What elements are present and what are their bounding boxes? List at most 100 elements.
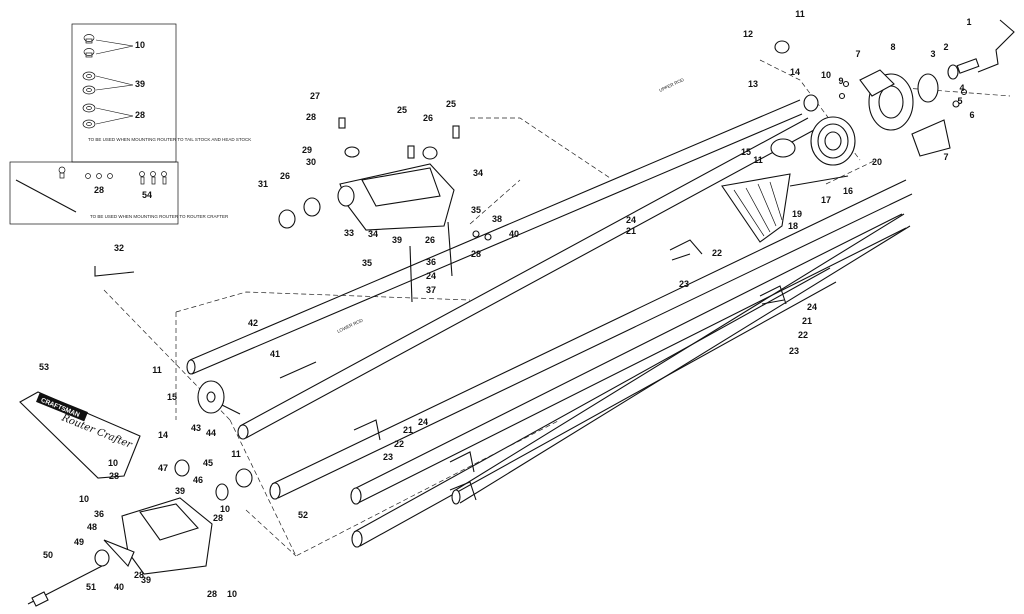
part-callout-32: 32 [114,243,124,253]
part-callout-38: 38 [492,214,502,224]
part-callout-29: 29 [302,145,312,155]
part-callout-10: 10 [79,494,89,504]
part-callout-42: 42 [248,318,258,328]
part-callout-26: 26 [425,235,435,245]
part-callout-10: 10 [227,589,237,599]
part-callout-24: 24 [807,302,817,312]
part-callout-16: 16 [843,186,853,196]
part-callout-24: 24 [626,215,636,225]
part-callout-37: 37 [426,285,436,295]
part-callout-39: 39 [175,486,185,496]
part-callout-25: 25 [397,105,407,115]
router-crafter-logo-plate: CRAFTSMAN Router Crafter [19,391,141,479]
gear-pulley [770,40,856,166]
part-callout-44: 44 [206,428,216,438]
head-housing [838,64,968,157]
part-callout-7: 7 [855,49,860,59]
part-callout-23: 23 [679,279,689,289]
part-callout-13: 13 [748,79,758,89]
part-callout-7: 7 [943,152,948,162]
part-callout-11: 11 [795,9,805,19]
part-callout-22: 22 [712,248,722,258]
part-callout-53: 53 [39,362,49,372]
part-callout-11: 11 [231,449,241,459]
part-callout-14: 14 [790,67,800,77]
part-callout-23: 23 [383,452,393,462]
part-callout-36: 36 [94,509,104,519]
crank-handle [956,19,1015,74]
part-callout-22: 22 [394,439,404,449]
part-callout-10: 10 [108,458,118,468]
upper-rods [186,99,913,548]
part-callout-21: 21 [802,316,812,326]
part-callout-11: 11 [152,365,162,375]
carriage-frame [278,117,492,303]
part-callout-41: 41 [270,349,280,359]
part-callout-18: 18 [788,221,798,231]
part-callout-11: 11 [753,155,763,165]
part-callout-9: 9 [838,76,843,86]
part-callout-34: 34 [368,229,378,239]
part-callout-8: 8 [890,42,895,52]
part-callout-26: 26 [423,113,433,123]
part-callout-6: 6 [969,110,974,120]
part-callout-49: 49 [74,537,84,547]
part-callout-31: 31 [258,179,268,189]
part-callout-28: 28 [135,110,145,120]
part-callout-39: 39 [141,575,151,585]
part-callout-28: 28 [134,570,144,580]
part-callout-39: 39 [392,235,402,245]
part-callout-39: 39 [135,79,145,89]
part-callout-35: 35 [362,258,372,268]
part-callout-28: 28 [94,185,104,195]
part-callout-23: 23 [789,346,799,356]
part-callout-40: 40 [114,582,124,592]
part-callout-28: 28 [109,471,119,481]
part-callout-54: 54 [142,190,152,200]
router-crafter-hardware-inset: TO BE USED WHEN MOUNTING ROUTER TO ROUTE… [9,161,229,225]
part-callout-2: 2 [943,42,948,52]
part-callout-40: 40 [509,229,519,239]
part-callout-10: 10 [220,504,230,514]
part-callout-20: 20 [872,157,882,167]
allen-wrench [94,266,135,277]
part-callout-1: 1 [966,17,971,27]
part-callout-43: 43 [191,423,201,433]
bench-mount-note: TO BE USED WHEN MOUNTING ROUTER TO TAIL … [88,137,251,142]
part-callout-46: 46 [193,475,203,485]
part-callout-17: 17 [821,195,831,205]
part-callout-22: 22 [798,330,808,340]
cable-pulley [197,361,317,415]
part-callout-24: 24 [418,417,428,427]
part-callout-10: 10 [821,70,831,80]
router-mount-bracket [27,459,253,607]
part-callout-4: 4 [959,83,964,93]
hardware-inset-box: TO BE USED WHEN MOUNTING ROUTER TO TAIL … [71,23,251,163]
part-callout-34: 34 [473,168,483,178]
part-callout-14: 14 [158,430,168,440]
part-callout-15: 15 [741,147,751,157]
part-callout-28: 28 [306,112,316,122]
router-guard [721,173,849,243]
part-callout-30: 30 [306,157,316,167]
part-callout-12: 12 [743,29,753,39]
part-callout-27: 27 [310,91,320,101]
part-callout-21: 21 [626,226,636,236]
part-callout-33: 33 [344,228,354,238]
part-callout-19: 19 [792,209,802,219]
part-callout-25: 25 [446,99,456,109]
part-callout-28: 28 [207,589,217,599]
part-callout-36: 36 [426,257,436,267]
part-callout-24: 24 [426,271,436,281]
part-callout-35: 35 [471,205,481,215]
part-callout-52: 52 [298,510,308,520]
part-callout-28: 28 [471,249,481,259]
part-callout-21: 21 [403,425,413,435]
part-callout-47: 47 [158,463,168,473]
router-crafter-note: TO BE USED WHEN MOUNTING ROUTER TO ROUTE… [90,214,229,219]
part-callout-10: 10 [135,40,145,50]
part-callout-28: 28 [213,513,223,523]
part-callout-5: 5 [957,96,962,106]
part-callout-26: 26 [280,171,290,181]
